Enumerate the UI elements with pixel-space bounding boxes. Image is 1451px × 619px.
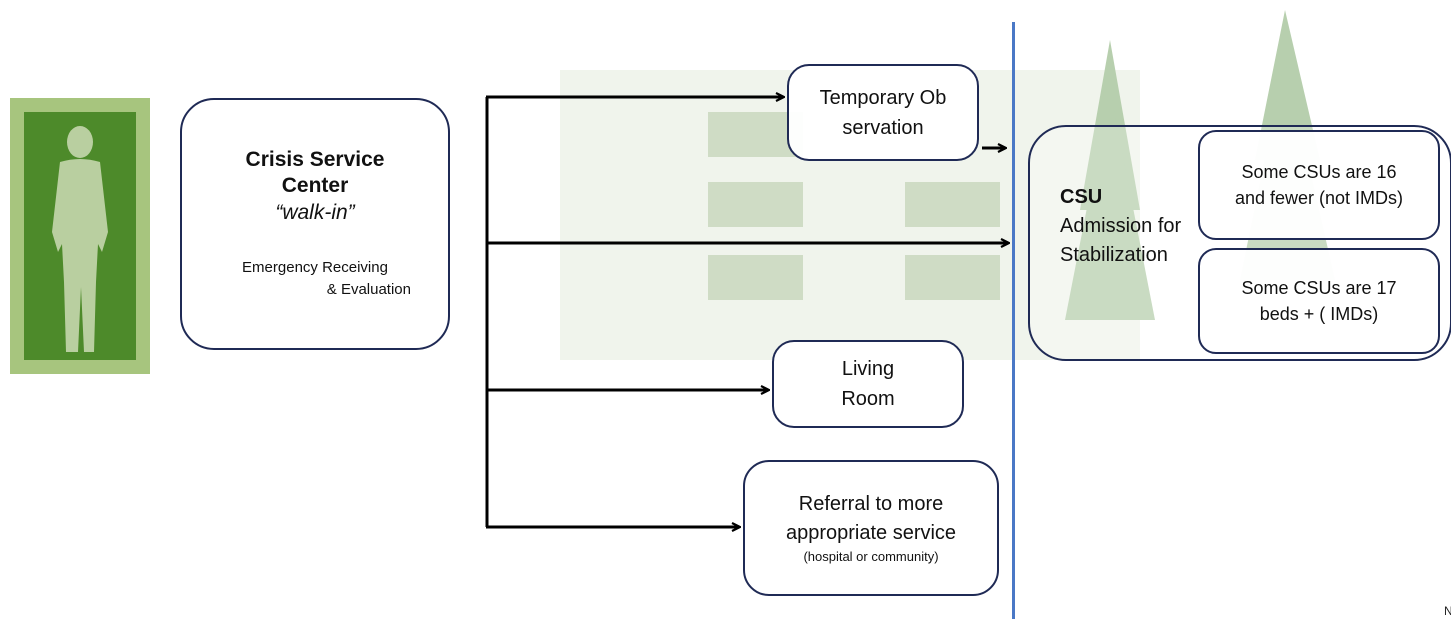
crisis-center-title: Crisis Service Center: [245, 148, 385, 197]
crisis-center-subtitle: “walk-in”: [275, 201, 355, 224]
temporary-observation-box: Temporary Observation: [787, 64, 979, 161]
csu-group-b-label: Some CSUs are 17 beds + ( IMDs): [1241, 278, 1397, 324]
referral-box: Referral to more appropriate service (ho…: [743, 460, 999, 596]
csu-title: CSU: [1060, 186, 1103, 208]
person-figure-panel: [10, 98, 150, 374]
crisis-service-center-box: Crisis Service Center “walk-in” Emergenc…: [180, 98, 450, 350]
crisis-desc-line1: Emergency Receiving: [242, 259, 388, 276]
csu-group-a-label: Some CSUs are 16 and fewer (not IMDs): [1234, 162, 1404, 208]
temporary-observation-label: Temporary Observation: [819, 86, 947, 139]
referral-note: (hospital or community): [803, 549, 939, 564]
living-room-label: Living Room: [841, 358, 895, 410]
csu-description: Admission for Stabilization: [1060, 215, 1182, 266]
crisis-desc-line2: & Evaluation: [326, 281, 411, 298]
csu-group-b-box: Some CSUs are 17 beds + ( IMDs): [1198, 248, 1440, 354]
person-silhouette-icon: [52, 126, 108, 352]
csu-group-a-box: Some CSUs are 16 and fewer (not IMDs): [1198, 130, 1440, 240]
csu-text-block: CSU Admission for Stabilization: [1060, 183, 1190, 270]
referral-label: Referral to more appropriate service: [785, 493, 957, 544]
corner-mark: N: [1444, 604, 1451, 618]
crisis-center-description: Emergency Receiving & Evaluation: [215, 257, 415, 301]
divider-line: [1012, 22, 1015, 619]
living-room-box: Living Room: [772, 340, 964, 428]
